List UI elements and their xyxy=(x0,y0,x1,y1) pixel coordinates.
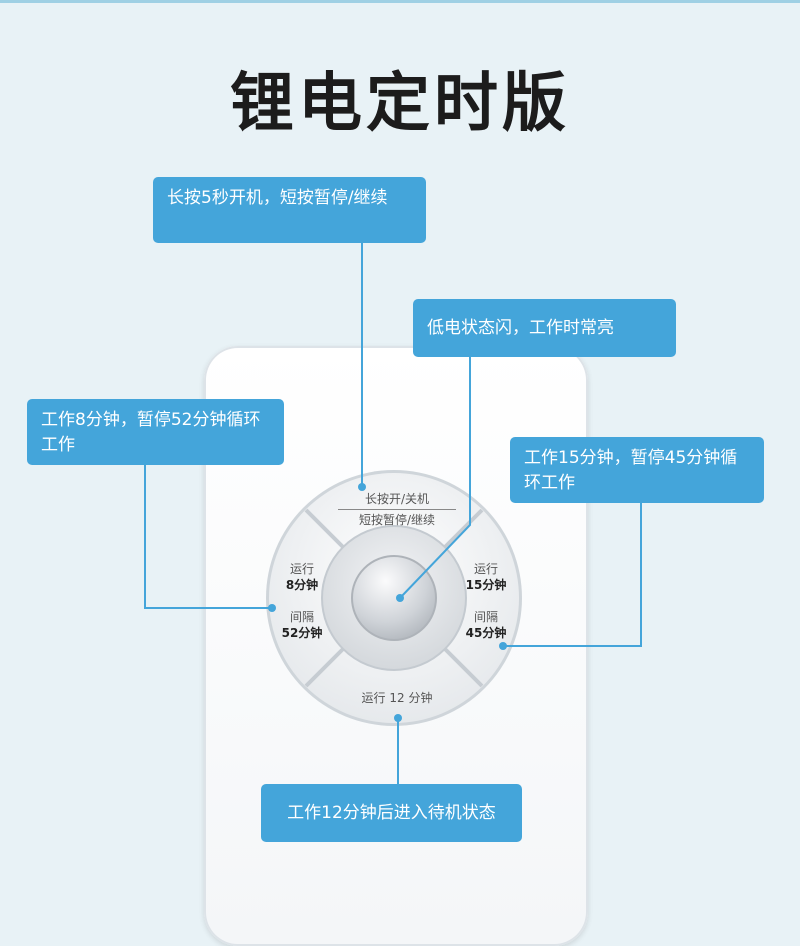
callout-connector-dots xyxy=(268,483,507,722)
callout-mode15: 工作15分钟，暂停45分钟循环工作 xyxy=(510,437,764,503)
label-divider xyxy=(338,509,456,510)
power-button-line1: 长按开/关机 xyxy=(364,492,430,506)
mode8-gap-label: 间隔 52分钟 xyxy=(272,609,332,641)
callout-connector-lines xyxy=(144,243,642,784)
power-button-line2: 短按暂停/继续 xyxy=(358,513,436,527)
mode8-run-value: 8分钟 xyxy=(285,578,319,592)
mode12-label: 运行 12 分钟 xyxy=(361,691,433,705)
mode15-gap-value: 45分钟 xyxy=(465,626,507,640)
control-dial xyxy=(144,243,642,784)
callout-power: 长按5秒开机，短按暂停/继续 xyxy=(153,177,426,243)
mode8-gap-text: 间隔 xyxy=(289,610,314,624)
mode15-gap-text: 间隔 xyxy=(473,610,498,624)
page-title: 锂电定时版 xyxy=(230,67,570,141)
callout-battery: 低电状态闪，工作时常亮 xyxy=(413,299,676,357)
callout-mode12: 工作12分钟后进入待机状态 xyxy=(261,784,522,842)
mode8-run-text: 运行 xyxy=(289,562,314,576)
center-indicator-knob[interactable] xyxy=(351,555,437,641)
dial-segment-dividers xyxy=(304,508,484,688)
callout-mode8: 工作8分钟，暂停52分钟循环工作 xyxy=(27,399,284,465)
mode15-gap-label: 间隔 45分钟 xyxy=(456,609,516,641)
mode15-run-text: 运行 xyxy=(473,562,498,576)
power-button-label: 长按开/关机 短按暂停/继续 xyxy=(330,491,464,528)
mode8-gap-value: 52分钟 xyxy=(281,626,323,640)
mode15-run-value: 15分钟 xyxy=(465,578,507,592)
mode8-run-label: 运行 8分钟 xyxy=(272,561,332,593)
top-border-line xyxy=(0,0,800,3)
mode15-run-label: 运行 15分钟 xyxy=(456,561,516,593)
